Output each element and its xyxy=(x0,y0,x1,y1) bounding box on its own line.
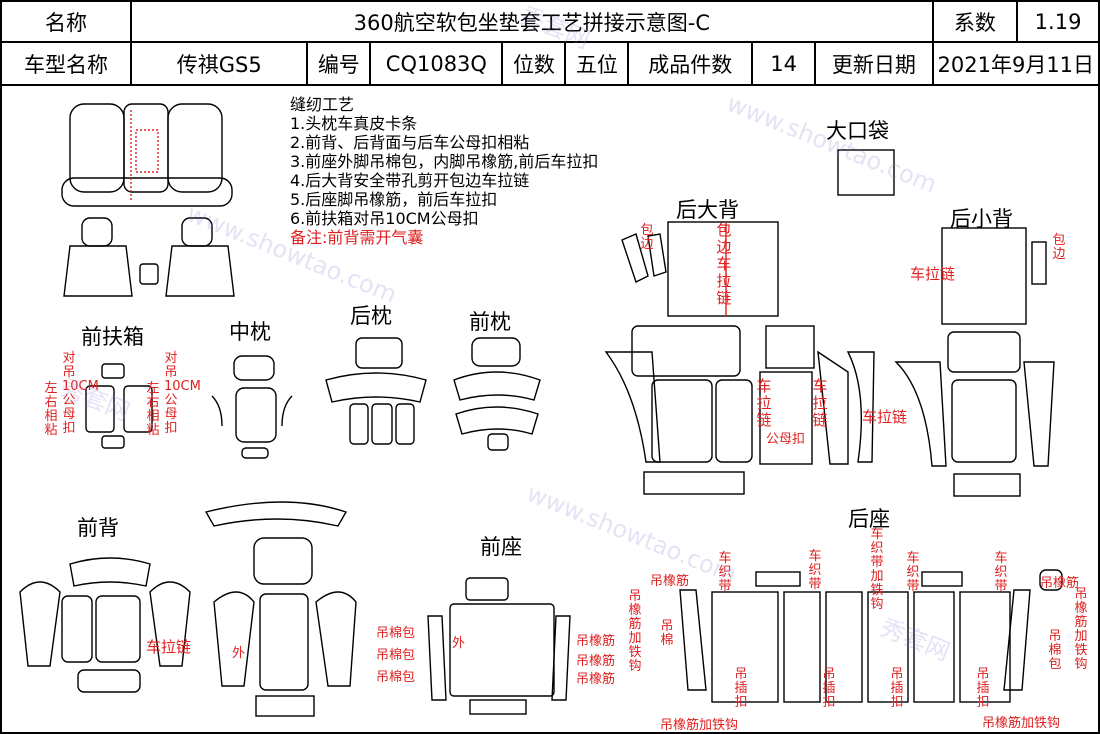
front-pillow-pieces xyxy=(453,337,541,451)
annot-rear-seat-belt-1: 车织带 xyxy=(718,551,732,594)
label-front-pillow: 前枕 xyxy=(469,310,511,334)
annot-front-seat-band-2: 吊橡筋 xyxy=(576,654,616,669)
annot-front-seat-cotton-3: 吊棉包 xyxy=(376,670,416,685)
annot-rear-seat-iron-right: 吊橡筋加铁钩 xyxy=(1074,587,1088,672)
label-rear-seat: 后座 xyxy=(848,507,890,531)
annot-armrest-right-10cm: 对吊10CM公母扣 xyxy=(164,351,201,436)
annot-front-seat-cotton-2: 吊棉包 xyxy=(376,648,416,663)
model-label: 车型名称 xyxy=(0,41,133,86)
coef-label: 系数 xyxy=(931,0,1019,43)
note-1: 1.头枕车真皮卡条 xyxy=(290,114,418,133)
code-value: CQ1083Q xyxy=(369,41,504,86)
seats-label: 位数 xyxy=(501,41,567,86)
code-label: 编号 xyxy=(306,41,372,86)
front-back-pieces xyxy=(19,501,357,717)
annot-rear-seat-belt-3: 车织带 xyxy=(906,551,920,594)
front-seat-pieces xyxy=(427,577,571,715)
model-value: 传祺GS5 xyxy=(130,41,309,86)
annot-front-seat-cotton-1: 吊棉包 xyxy=(376,626,416,641)
rear-pillow-pieces xyxy=(325,337,427,445)
seats-value: 五位 xyxy=(564,41,630,86)
annot-front-back-zipper: 车拉链 xyxy=(146,638,192,656)
front-seats-overview-icon xyxy=(63,217,235,297)
pieces-value: 14 xyxy=(751,41,817,86)
label-big-pocket: 大口袋 xyxy=(826,119,889,143)
drawing-title: 360航空软包坐垫套工艺拼接示意图-C xyxy=(130,0,934,43)
annot-front-seat-outer: 外 xyxy=(452,636,466,651)
annot-rear-seat-insert-4: 吊插扣 xyxy=(976,667,990,710)
annot-front-seat-band-3: 吊橡筋 xyxy=(576,672,616,687)
coef-value: 1.19 xyxy=(1016,0,1100,43)
note-2: 2.前背、后背面与后车公母扣相粘 xyxy=(290,133,530,152)
front-armrest-pieces xyxy=(85,363,153,449)
label-front-back: 前背 xyxy=(77,516,119,540)
label-rear-pillow: 后枕 xyxy=(350,304,392,328)
annot-rear-seat-insert-2: 吊插扣 xyxy=(822,667,836,710)
note-3: 3.前座外脚吊棉包，内脚吊橡筋,前后车拉扣 xyxy=(290,152,599,171)
note-5: 5.后座脚吊橡筋，前后车拉扣 xyxy=(290,190,498,209)
note-remark: 备注:前背需开气囊 xyxy=(290,228,424,247)
note-6: 6.前扶箱对吊10CM公母扣 xyxy=(290,209,479,228)
annot-small-back-zipper-top: 车拉链 xyxy=(910,265,956,283)
annot-rear-seat-insert-3: 吊插扣 xyxy=(890,667,904,710)
annot-rear-seat-cotton-left: 吊棉 xyxy=(660,619,674,648)
pieces-label: 成品件数 xyxy=(627,41,754,86)
label-front-seat: 前座 xyxy=(480,535,522,559)
annot-rear-big-back-edge: 包边 xyxy=(640,223,654,252)
annot-armrest-left-stick: 左右相粘 xyxy=(44,381,58,438)
annot-rear-seat-belt-iron: 车织带加铁钩 xyxy=(870,527,884,612)
rear-big-back-pieces xyxy=(604,221,875,495)
annot-rear-seat-iron-left: 吊橡筋加铁钩 xyxy=(628,589,642,674)
note-4: 4.后大背安全带孔剪开包边车拉链 xyxy=(290,171,530,190)
notes-title: 缝纫工艺 xyxy=(290,95,355,114)
label-mid-pillow: 中枕 xyxy=(229,320,271,344)
sewing-notes: 缝纫工艺 1.头枕车真皮卡条 2.前背、后背面与后车公母扣相粘 3.前座外脚吊棉… xyxy=(290,95,598,247)
annot-rear-seat-insert-1: 吊插扣 xyxy=(734,667,748,710)
date-label: 更新日期 xyxy=(814,41,934,86)
annot-front-back-outer: 外 xyxy=(232,646,246,661)
name-label: 名称 xyxy=(0,0,133,43)
annot-rear-seat-iron-bottom-right: 吊橡筋加铁钩 xyxy=(982,716,1061,731)
annot-big-back-zipper-left: 车拉链 xyxy=(756,377,772,429)
annot-big-back-zipper-right: 车拉链 xyxy=(812,377,828,429)
annot-rear-seat-band-top: 吊橡筋 xyxy=(650,574,690,589)
annot-rear-seat-belt-4: 车织带 xyxy=(994,551,1008,594)
annot-front-seat-band-1: 吊橡筋 xyxy=(576,634,616,649)
label-front-armrest: 前扶箱 xyxy=(81,325,144,349)
title-block: 名称 360航空软包坐垫套工艺拼接示意图-C 系数 1.19 车型名称 传祺GS… xyxy=(0,0,1100,86)
rear-seat-pieces xyxy=(679,569,1063,703)
annot-rear-seat-band-top-right: 吊橡筋 xyxy=(1040,576,1080,591)
annot-armrest-left-10cm: 对吊10CM公母扣 xyxy=(62,351,99,436)
annot-small-back-edge: 包边 xyxy=(1052,233,1066,262)
annot-small-back-zipper-side: 车拉链 xyxy=(862,408,908,426)
label-rear-small-back: 后小背 xyxy=(950,207,1013,231)
date-value: 2021年9月11日 xyxy=(931,41,1100,86)
rear-seat-overview-icon xyxy=(61,103,233,207)
annot-rear-big-back-zipper: 包边车拉链 xyxy=(716,221,732,307)
annot-rear-seat-belt-2: 车织带 xyxy=(808,549,822,592)
label-rear-big-back: 后大背 xyxy=(676,198,739,222)
annot-armrest-right-stick: 左右相粘 xyxy=(146,381,160,438)
annot-big-back-buttons: 公母扣 xyxy=(766,432,806,447)
mid-pillow-pieces xyxy=(211,355,293,459)
big-pocket-piece xyxy=(837,149,895,196)
rear-small-back-pieces xyxy=(894,227,1055,497)
annot-rear-seat-iron-bottom-left: 吊橡筋加铁钩 xyxy=(660,718,739,733)
annot-rear-seat-cotton-right: 吊棉包 xyxy=(1048,629,1062,672)
